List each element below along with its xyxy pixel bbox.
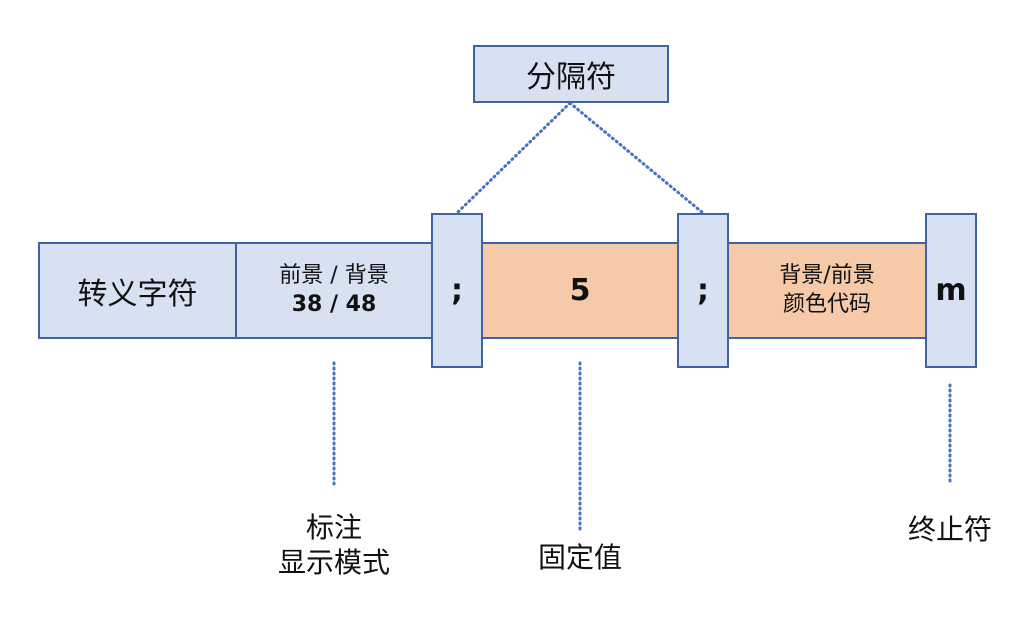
mode-text-line2: 38 / 48	[291, 291, 377, 317]
fixed-value-segment: 5	[480, 242, 680, 339]
mode-text-line1: 前景 / 背景	[279, 262, 389, 288]
escape-char-text: 转义字符	[77, 276, 198, 312]
separator-1-segment: ;	[431, 213, 483, 368]
mode-segment: 前景 / 背景 38 / 48	[235, 242, 433, 339]
fixed-value-text: 5	[569, 273, 591, 308]
mode-annotation: 标注 显示模式	[234, 510, 434, 580]
terminator-segment: m	[925, 213, 977, 368]
color-code-line1: 背景/前景	[779, 262, 875, 288]
fixed-annotation: 固定值	[480, 540, 680, 575]
separator-title-box: 分隔符	[473, 45, 669, 103]
separator-2-text: ;	[697, 273, 709, 308]
separator-link-left	[455, 101, 572, 215]
separator-title-text: 分隔符	[526, 60, 616, 95]
mode-annotation-line2: 显示模式	[277, 546, 390, 579]
terminator-text: m	[935, 273, 967, 308]
escape-char-segment: 转义字符	[38, 242, 237, 339]
color-code-line2: 颜色代码	[782, 291, 871, 317]
terminator-annotation: 终止符	[870, 512, 1024, 547]
mode-annotation-line1: 标注	[305, 511, 362, 544]
separator-2-segment: ;	[677, 213, 729, 368]
fixed-annotation-text: 固定值	[537, 541, 622, 574]
color-code-segment: 背景/前景 颜色代码	[727, 242, 927, 339]
separator-link-right	[568, 101, 705, 215]
separator-1-text: ;	[451, 273, 463, 308]
terminator-annotation-text: 终止符	[907, 513, 992, 546]
